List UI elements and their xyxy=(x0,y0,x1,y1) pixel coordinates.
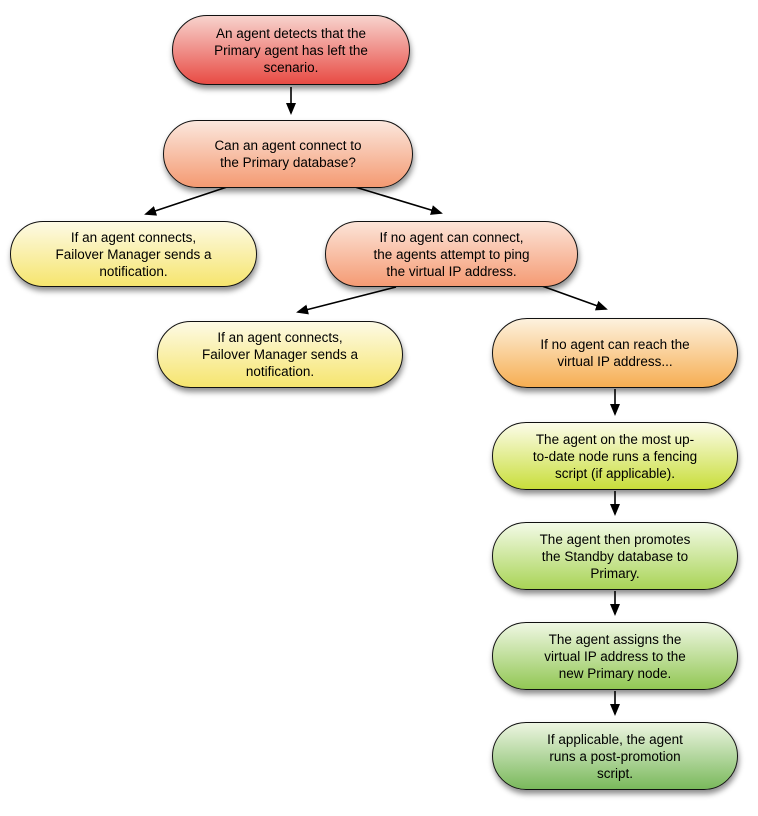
flow-node-label: Can an agent connect to the Primary data… xyxy=(214,138,362,170)
flow-node-label: If applicable, the agent runs a post-pro… xyxy=(547,731,683,781)
flow-node-fencing-script: The agent on the most up- to-date node r… xyxy=(492,422,738,490)
flow-node-can-agent-connect: Can an agent connect to the Primary data… xyxy=(163,120,413,188)
flow-node-label: If no agent can reach the virtual IP add… xyxy=(540,337,690,369)
flow-node-label: The agent on the most up- to-date node r… xyxy=(532,431,698,481)
flow-node-no-agent-reach-vip: If no agent can reach the virtual IP add… xyxy=(492,318,738,388)
arrow-connect-to-ping xyxy=(354,186,443,215)
flow-node-agent-connects-notification-2: If an agent connects, Failover Manager s… xyxy=(157,321,403,388)
flow-node-label: If no agent can connect, the agents atte… xyxy=(373,229,530,279)
flow-node-assign-vip: The agent assigns the virtual IP address… xyxy=(492,622,738,690)
flow-node-promote-standby: The agent then promotes the Standby data… xyxy=(492,522,738,590)
flow-node-label: An agent detects that the Primary agent … xyxy=(214,25,368,75)
flow-node-label: The agent then promotes the Standby data… xyxy=(539,531,691,581)
flow-node-agent-connects-notification-1: If an agent connects, Failover Manager s… xyxy=(10,221,257,287)
flow-node-label: The agent assigns the virtual IP address… xyxy=(544,631,686,681)
flow-node-label: If an agent connects, Failover Manager s… xyxy=(201,330,359,379)
flow-node-label: If an agent connects, Failover Manager s… xyxy=(55,229,212,279)
arrow-connect-to-notification xyxy=(144,183,237,216)
flow-node-no-agent-connect-ping-vip: If no agent can connect, the agents atte… xyxy=(325,221,578,287)
arrow-ping-to-reach xyxy=(541,285,608,311)
arrow-ping-to-notification xyxy=(296,286,397,315)
flow-node-post-promotion-script: If applicable, the agent runs a post-pro… xyxy=(492,722,738,790)
flow-node-primary-agent-left: An agent detects that the Primary agent … xyxy=(172,15,410,85)
